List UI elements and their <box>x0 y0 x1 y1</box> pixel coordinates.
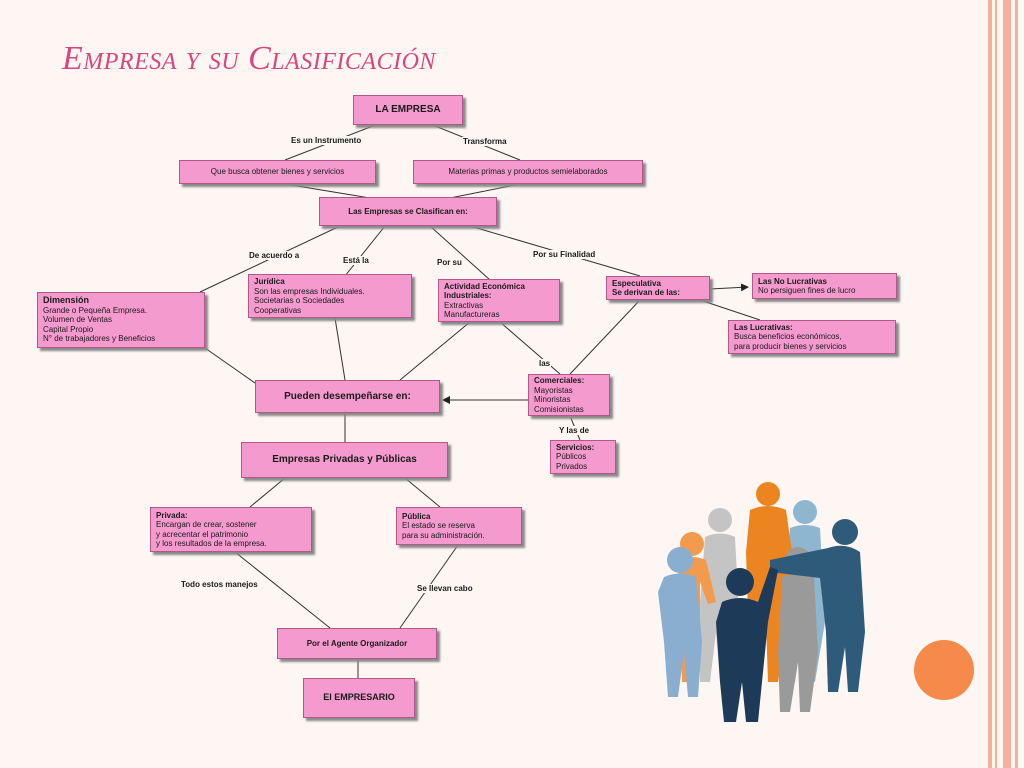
node-label: Empresas Privadas y Públicas <box>272 454 417 466</box>
node-line: Mayoristas <box>534 385 573 395</box>
node-materias: Materias primas y productos semielaborad… <box>413 160 643 184</box>
node-line: Privados <box>556 461 588 471</box>
node-empresario: El EMPRESARIO <box>303 678 415 718</box>
edge-label: Se llevan cabo <box>416 584 474 593</box>
edge-label: Está la <box>342 256 370 265</box>
node-label: Materias primas y productos semielaborad… <box>448 167 608 177</box>
node-title: Pública <box>402 511 431 521</box>
node-line: y los resultados de la empresa. <box>156 539 267 548</box>
node-publica: Pública El estado se reserva para su adm… <box>396 507 522 545</box>
node-line: para producir bienes y servicios <box>734 341 847 351</box>
node-label: Pueden desempeñarse en: <box>284 390 411 402</box>
edge-label: Es un Instrumento <box>290 136 363 145</box>
node-title: Servicios: <box>556 442 595 452</box>
edge-label: Todo estos manejos <box>180 580 259 589</box>
node-line: N° de trabajadores y Beneficios <box>43 334 156 344</box>
node-line: Comisionistas <box>534 404 584 414</box>
node-line: Minoristas <box>534 395 571 404</box>
node-line: para su administración. <box>402 530 485 540</box>
node-line: Busca beneficios económicos, <box>734 332 842 342</box>
border-stripe <box>1015 0 1018 768</box>
border-stripe <box>995 0 997 768</box>
node-la-empresa: LA EMPRESA <box>353 95 463 125</box>
border-stripe <box>988 0 992 768</box>
node-line: Societarias o Sociedades <box>254 296 345 305</box>
orange-circle-decoration <box>914 640 974 700</box>
node-clasifican: Las Empresas se Clasifican en: <box>319 197 497 226</box>
node-no-lucrativas: Las No Lucrativas No persiguen fines de … <box>752 273 897 299</box>
node-title: Jurídica <box>254 277 285 286</box>
node-pueden: Pueden desempeñarse en: <box>255 380 440 413</box>
edge-label: Transforma <box>462 137 508 146</box>
node-title: Las Lucrativas: <box>734 322 793 332</box>
node-line: Grande o Pequeña Empresa. <box>43 305 148 315</box>
slide-title: Empresa y su Clasificación <box>62 40 436 77</box>
node-line: Capital Propio <box>43 324 94 334</box>
node-line: Son las empresas Individuales. <box>254 286 365 296</box>
edge-label: las <box>538 359 552 368</box>
node-servicios: Servicios: Públicos Privados <box>550 440 616 474</box>
node-line: Públicos <box>556 452 587 462</box>
node-line: Volumen de Ventas <box>43 315 112 325</box>
edge-label: De acuerdo a <box>248 251 301 260</box>
node-title: Industriales: <box>444 291 492 300</box>
node-busca: Que busca obtener bienes y servicios <box>179 160 376 184</box>
node-title: Especulativa <box>612 278 661 288</box>
node-title: Dimensión <box>43 295 90 306</box>
border-stripe <box>1003 0 1011 768</box>
edge-label: Por su <box>436 258 463 267</box>
edge-label: Y las de <box>558 426 591 435</box>
edge-label: Por su Finalidad <box>532 250 597 259</box>
people-group-illustration <box>658 482 865 722</box>
node-line: Manufactureras <box>444 310 500 319</box>
node-title: Actividad Económica <box>444 281 525 291</box>
node-privada: Privada: Encargan de crear, sostener y a… <box>150 507 312 552</box>
node-lucrativas: Las Lucrativas: Busca beneficios económi… <box>728 320 896 354</box>
node-actividad: Actividad Económica Industriales: Extrac… <box>438 279 560 322</box>
node-comerciales: Comerciales: Mayoristas Minoristas Comis… <box>528 374 610 416</box>
node-especulativa: Especulativa Se derivan de las: <box>606 276 710 300</box>
node-agente: Por el Agente Organizador <box>277 628 437 659</box>
node-label: El EMPRESARIO <box>323 692 395 703</box>
node-line: y acrecentar el patrimonio <box>156 529 249 539</box>
node-line: Encargan de crear, sostener <box>156 520 257 529</box>
node-title: Comerciales: <box>534 376 585 385</box>
node-line: Extractivas <box>444 300 484 310</box>
node-label: Que busca obtener bienes y servicios <box>210 167 345 177</box>
node-label: Las Empresas se Clasifican en: <box>348 206 468 216</box>
node-dimension: Dimensión Grande o Pequeña Empresa. Volu… <box>37 292 205 348</box>
node-title: Privada: <box>156 510 188 520</box>
node-title: Las No Lucrativas <box>758 276 827 286</box>
node-line: El estado se reserva <box>402 521 475 531</box>
node-juridica: Jurídica Son las empresas Individuales. … <box>248 274 412 318</box>
node-label: Por el Agente Organizador <box>306 638 408 648</box>
node-privadas-publicas: Empresas Privadas y Públicas <box>241 442 448 478</box>
node-title: Se derivan de las: <box>612 288 681 297</box>
node-line: Cooperativas <box>254 305 302 315</box>
node-line: No persiguen fines de lucro <box>758 286 856 295</box>
node-label: LA EMPRESA <box>375 104 441 115</box>
